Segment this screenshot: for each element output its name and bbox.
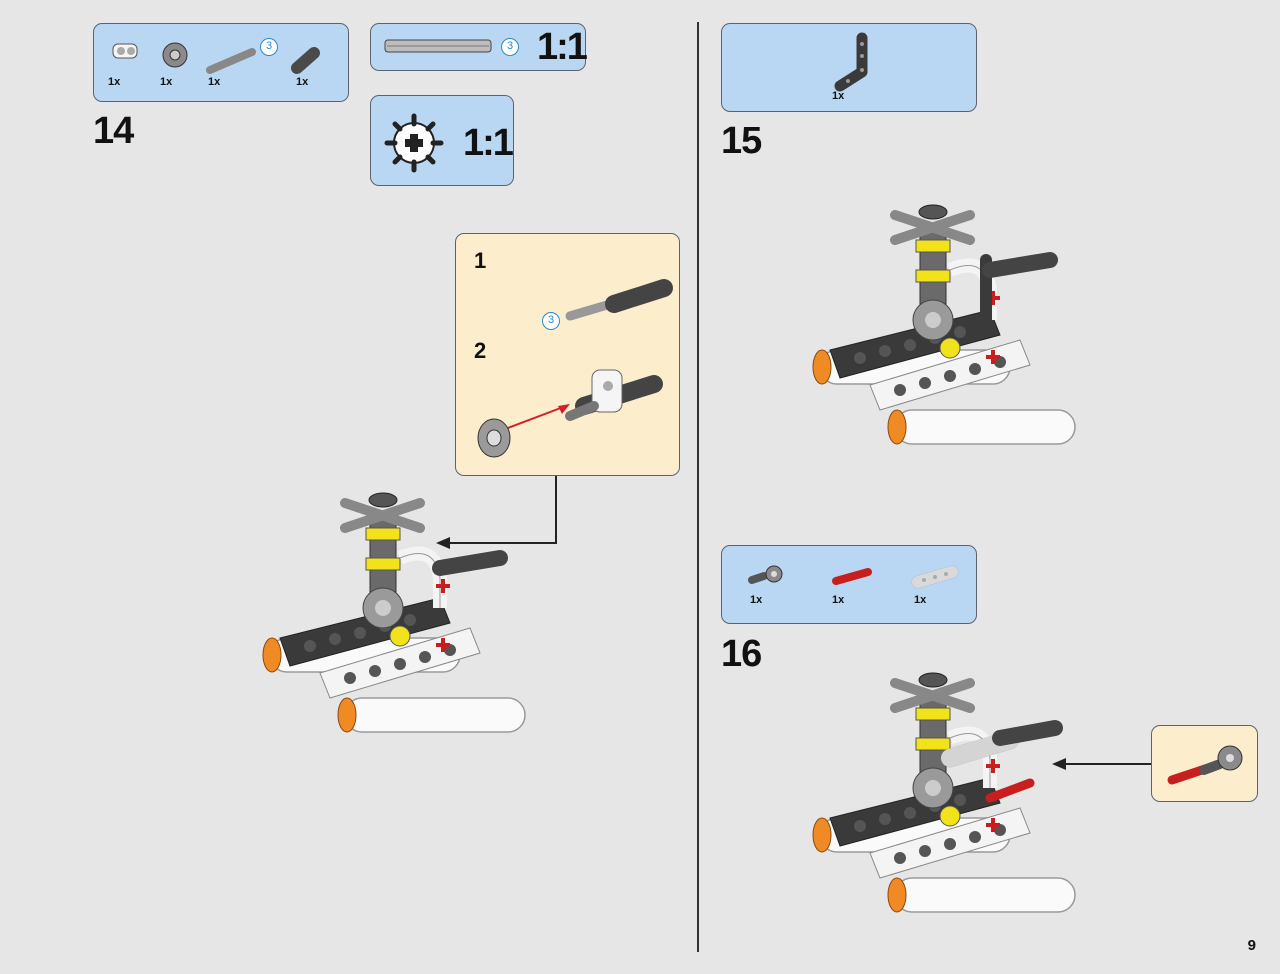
part-qty: 1x (832, 90, 845, 102)
step14-model-illustration (250, 488, 540, 748)
step16-model-illustration (800, 668, 1090, 928)
axle-with-bushing-icon (565, 279, 673, 321)
step-number: 15 (721, 120, 762, 162)
red-arrow (507, 404, 570, 429)
substep-number: 2 (474, 338, 487, 363)
gray-gear-icon (477, 418, 511, 458)
gray-gear-icon (162, 42, 188, 68)
dark-gray-bushing-icon (291, 47, 320, 74)
step14-parts-callout: 1x 1x 3 1x 1x (93, 23, 349, 102)
gear-scale-icon (384, 113, 444, 173)
subassembly-callout: 1 3 2 (455, 233, 680, 476)
red-axle-pin-icon (832, 568, 872, 585)
white-axle-connector-icon (112, 43, 138, 59)
axle-length-badge: 3 (260, 38, 278, 56)
white-beam-3-icon (911, 565, 959, 589)
dark-gray-angled-beam-icon (834, 32, 868, 92)
callout-pointer (436, 476, 557, 549)
part-qty: 1x (108, 76, 121, 88)
step16-parts-callout: 1x 1x 1x (721, 545, 977, 624)
gray-axle-pin-connector-icon (748, 565, 783, 584)
page-divider (697, 22, 699, 952)
step15-model-illustration (800, 200, 1090, 460)
scale-ratio: 1:1 (537, 26, 588, 68)
axle-scale-icon (384, 39, 492, 53)
scale-ratio: 1:1 (463, 122, 514, 164)
step16-subassembly-callout (1151, 725, 1258, 802)
part-qty: 1x (914, 594, 927, 606)
step15-parts-callout: 1x (721, 23, 977, 112)
red-pin-with-connector-icon (1167, 745, 1243, 785)
insert-arrow (1052, 758, 1154, 770)
part-qty: 1x (296, 76, 309, 88)
step-number: 14 (93, 110, 134, 152)
gray-axle-3-icon (206, 48, 256, 74)
gear-scale-callout: 1:1 (370, 95, 514, 186)
part-qty: 1x (160, 76, 173, 88)
axle-scale-callout: 3 1:1 (370, 23, 588, 71)
page-number: 9 (1247, 937, 1256, 954)
part-qty: 1x (750, 594, 763, 606)
connector-assembly-icon (565, 369, 663, 421)
axle-length-badge: 3 (542, 312, 560, 330)
step-number: 16 (721, 633, 762, 675)
part-qty: 1x (832, 594, 845, 606)
axle-length-badge: 3 (501, 38, 519, 56)
substep-number: 1 (474, 248, 487, 273)
part-qty: 1x (208, 76, 221, 88)
